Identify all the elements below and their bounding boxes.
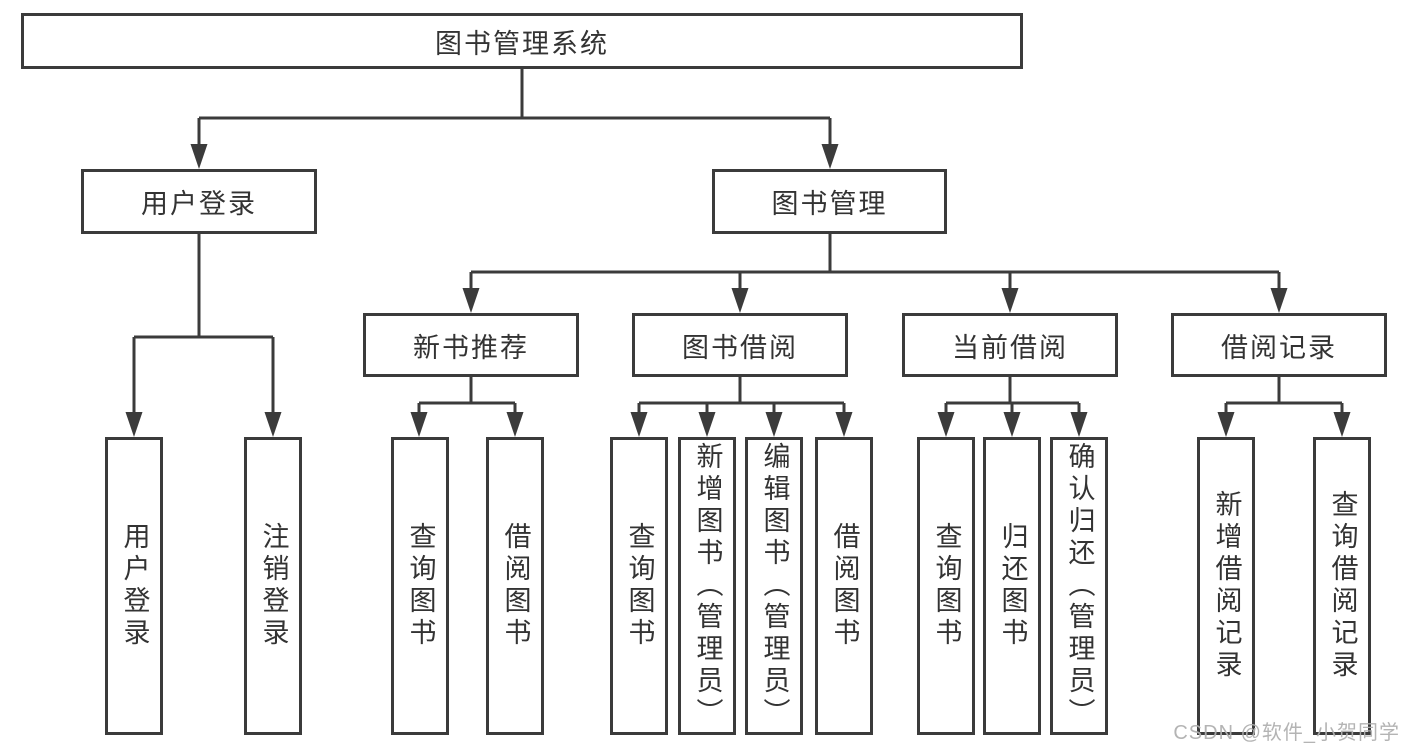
leaf-cb-confirm-return: 确认归还（管理员） xyxy=(1050,437,1108,735)
leaf-bb-add-books-label: 新增图书（管理员） xyxy=(692,442,723,730)
connector-line xyxy=(417,377,517,416)
leaf-bb-add-books: 新增图书（管理员） xyxy=(678,437,736,735)
leaf-logout-login-label: 注销登录 xyxy=(258,522,289,650)
connector-line xyxy=(469,233,1281,290)
connector-line xyxy=(1224,377,1344,416)
arrowhead-icon xyxy=(125,412,143,437)
leaf-br-query-record: 查询借阅记录 xyxy=(1313,437,1371,735)
leaf-bb-edit-books: 编辑图书（管理员） xyxy=(745,437,803,735)
node-current-borrow: 当前借阅 xyxy=(902,313,1118,377)
connector-line xyxy=(637,377,846,416)
node-borrow-records: 借阅记录 xyxy=(1171,313,1387,377)
node-book-borrow: 图书借阅 xyxy=(632,313,848,377)
node-new-book-rec: 新书推荐 xyxy=(363,313,579,377)
arrowhead-icon xyxy=(821,144,839,169)
connector-line xyxy=(944,377,1081,416)
node-root: 图书管理系统 xyxy=(21,13,1023,69)
watermark: CSDN @软件_小贺同学 xyxy=(1173,722,1400,744)
leaf-br-add-record-label: 新增借阅记录 xyxy=(1211,490,1242,682)
arrowhead-icon xyxy=(937,412,955,437)
arrowhead-icon xyxy=(462,288,480,313)
arrowhead-icon xyxy=(1070,412,1088,437)
leaf-bb-borrow-books-label: 借阅图书 xyxy=(829,522,860,650)
arrowhead-icon xyxy=(731,288,749,313)
leaf-cb-query-books: 查询图书 xyxy=(917,437,975,735)
node-user-login-label: 用户登录 xyxy=(141,189,257,219)
arrowhead-icon xyxy=(506,412,524,437)
leaf-logout-login: 注销登录 xyxy=(244,437,302,735)
leaf-cb-return-books: 归还图书 xyxy=(983,437,1041,735)
node-new-book-rec-label: 新书推荐 xyxy=(413,332,529,363)
arrowhead-icon xyxy=(630,412,648,437)
node-borrow-records-label: 借阅记录 xyxy=(1221,332,1337,363)
arrowhead-icon xyxy=(264,412,282,437)
leaf-br-add-record: 新增借阅记录 xyxy=(1197,437,1255,735)
node-book-mgmt-label: 图书管理 xyxy=(771,189,888,219)
leaf-bb-query-books-label: 查询图书 xyxy=(624,522,655,650)
node-current-borrow-label: 当前借阅 xyxy=(952,332,1068,363)
arrowhead-icon xyxy=(1003,412,1021,437)
leaf-bb-query-books: 查询图书 xyxy=(610,437,668,735)
node-root-label: 图书管理系统 xyxy=(435,28,609,59)
leaf-nb-query-books: 查询图书 xyxy=(391,437,449,735)
leaf-br-query-record-label: 查询借阅记录 xyxy=(1327,490,1358,682)
connector-line xyxy=(197,69,832,148)
leaf-user-login-label: 用户登录 xyxy=(119,522,150,650)
leaf-nb-borrow-books: 借阅图书 xyxy=(486,437,544,735)
arrowhead-icon xyxy=(190,144,208,169)
leaf-cb-query-books-label: 查询图书 xyxy=(931,522,962,650)
arrowhead-icon xyxy=(1270,288,1288,313)
arrowhead-icon xyxy=(1333,412,1351,437)
leaf-bb-edit-books-label: 编辑图书（管理员） xyxy=(759,442,790,730)
leaf-cb-return-books-label: 归还图书 xyxy=(997,522,1028,650)
arrowhead-icon xyxy=(1217,412,1235,437)
arrowhead-icon xyxy=(835,412,853,437)
connector-line xyxy=(132,234,275,416)
arrowhead-icon xyxy=(698,412,716,437)
arrowhead-icon xyxy=(410,412,428,437)
node-book-borrow-label: 图书借阅 xyxy=(682,332,798,363)
leaf-bb-borrow-books: 借阅图书 xyxy=(815,437,873,735)
node-user-login: 用户登录 xyxy=(81,169,317,234)
leaf-cb-confirm-return-label: 确认归还（管理员） xyxy=(1064,442,1095,730)
arrowhead-icon xyxy=(765,412,783,437)
node-book-mgmt: 图书管理 xyxy=(712,169,947,234)
leaf-nb-borrow-books-label: 借阅图书 xyxy=(500,522,531,650)
arrowhead-icon xyxy=(1001,288,1019,313)
leaf-user-login: 用户登录 xyxy=(105,437,163,735)
leaf-nb-query-books-label: 查询图书 xyxy=(405,522,436,650)
